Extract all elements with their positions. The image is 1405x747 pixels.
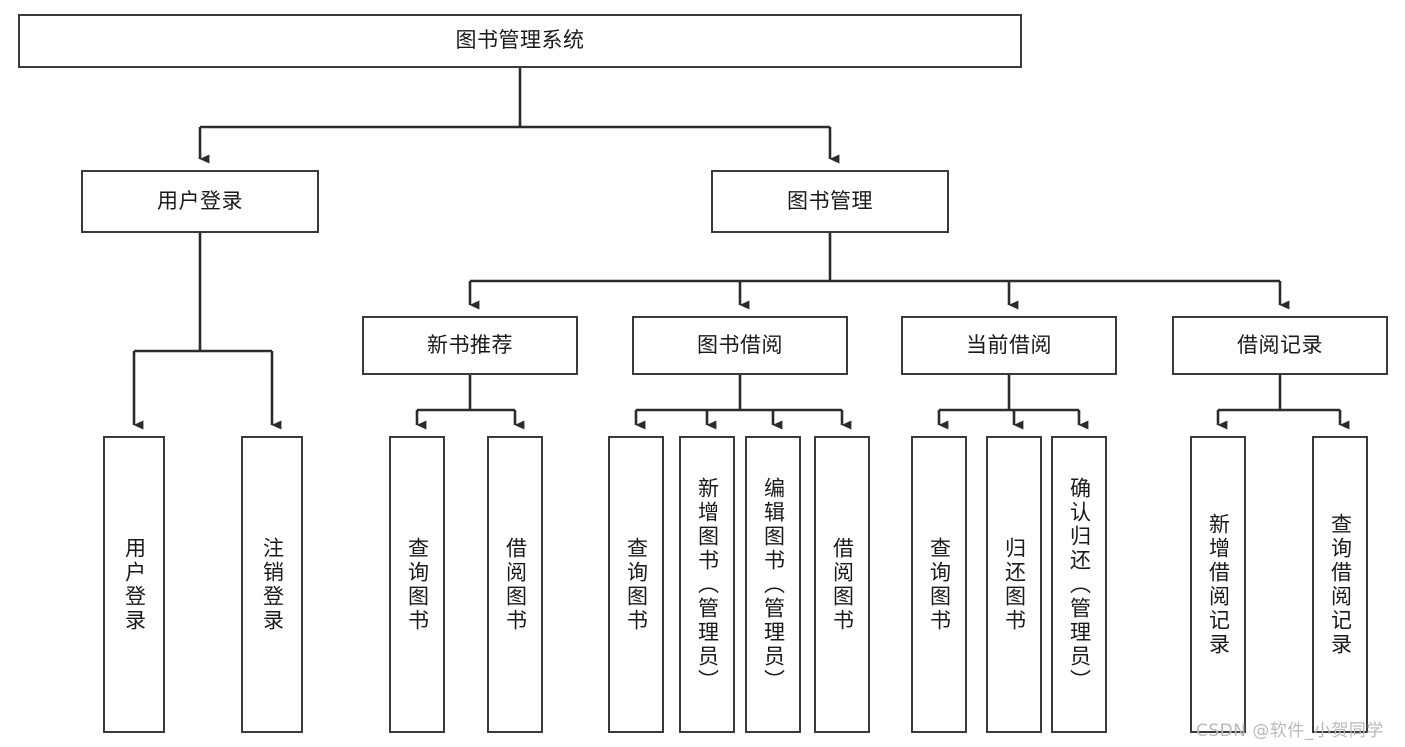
edges-group	[132, 68, 1350, 430]
node-leaf-query-book-2-label: 查询图书	[624, 536, 649, 633]
node-user-login-label: 用户登录	[157, 188, 243, 213]
node-leaf-return-book-label: 归还图书	[1002, 536, 1027, 633]
node-book-manage[interactable]: 图书管理	[711, 170, 949, 233]
node-leaf-borrow-book-2-label: 借阅图书	[830, 536, 855, 633]
node-new-book-recommend[interactable]: 新书推荐	[362, 316, 578, 375]
node-book-borrow[interactable]: 图书借阅	[632, 316, 848, 375]
node-leaf-borrow-book-1-label: 借阅图书	[503, 536, 528, 633]
node-leaf-borrow-book-1[interactable]: 借阅图书	[487, 436, 543, 733]
node-root-图书管理系统-label: 图书管理系统	[455, 28, 585, 53]
node-leaf-query-record[interactable]: 查询借阅记录	[1312, 436, 1368, 733]
node-user-login[interactable]: 用户登录	[81, 170, 319, 233]
node-leaf-user-login-label: 用户登录	[122, 536, 147, 633]
node-leaf-add-record-label: 新增借阅记录	[1206, 512, 1231, 657]
node-leaf-return-book[interactable]: 归还图书	[986, 436, 1042, 733]
node-current-borrow-label: 当前借阅	[966, 332, 1052, 357]
node-leaf-borrow-book-2[interactable]: 借阅图书	[814, 436, 870, 733]
node-leaf-user-logout[interactable]: 注销登录	[241, 436, 303, 733]
node-leaf-user-login[interactable]: 用户登录	[103, 436, 165, 733]
node-book-manage-label: 图书管理	[787, 188, 873, 213]
node-current-borrow[interactable]: 当前借阅	[901, 316, 1117, 375]
node-leaf-add-book[interactable]: 新增图书（管理员）	[679, 436, 735, 733]
node-leaf-query-book-1-label: 查询图书	[405, 536, 430, 633]
node-leaf-query-book-1[interactable]: 查询图书	[389, 436, 445, 733]
node-borrow-record-label: 借阅记录	[1237, 332, 1323, 357]
node-leaf-edit-book-label: 编辑图书（管理员）	[761, 476, 786, 693]
node-leaf-confirm-return-label: 确认归还（管理员）	[1067, 476, 1092, 693]
node-root-图书管理系统[interactable]: 图书管理系统	[18, 14, 1022, 68]
node-leaf-user-logout-label: 注销登录	[260, 536, 285, 633]
node-leaf-confirm-return[interactable]: 确认归还（管理员）	[1051, 436, 1107, 733]
node-leaf-query-book-3-label: 查询图书	[927, 536, 952, 633]
node-leaf-edit-book[interactable]: 编辑图书（管理员）	[745, 436, 801, 733]
node-leaf-add-record[interactable]: 新增借阅记录	[1190, 436, 1246, 733]
node-leaf-query-book-2[interactable]: 查询图书	[608, 436, 664, 733]
node-borrow-record[interactable]: 借阅记录	[1172, 316, 1388, 375]
node-leaf-query-record-label: 查询借阅记录	[1328, 512, 1353, 657]
node-leaf-query-book-3[interactable]: 查询图书	[911, 436, 967, 733]
node-book-borrow-label: 图书借阅	[697, 332, 783, 357]
node-new-book-recommend-label: 新书推荐	[427, 332, 513, 357]
node-leaf-add-book-label: 新增图书（管理员）	[695, 476, 720, 693]
